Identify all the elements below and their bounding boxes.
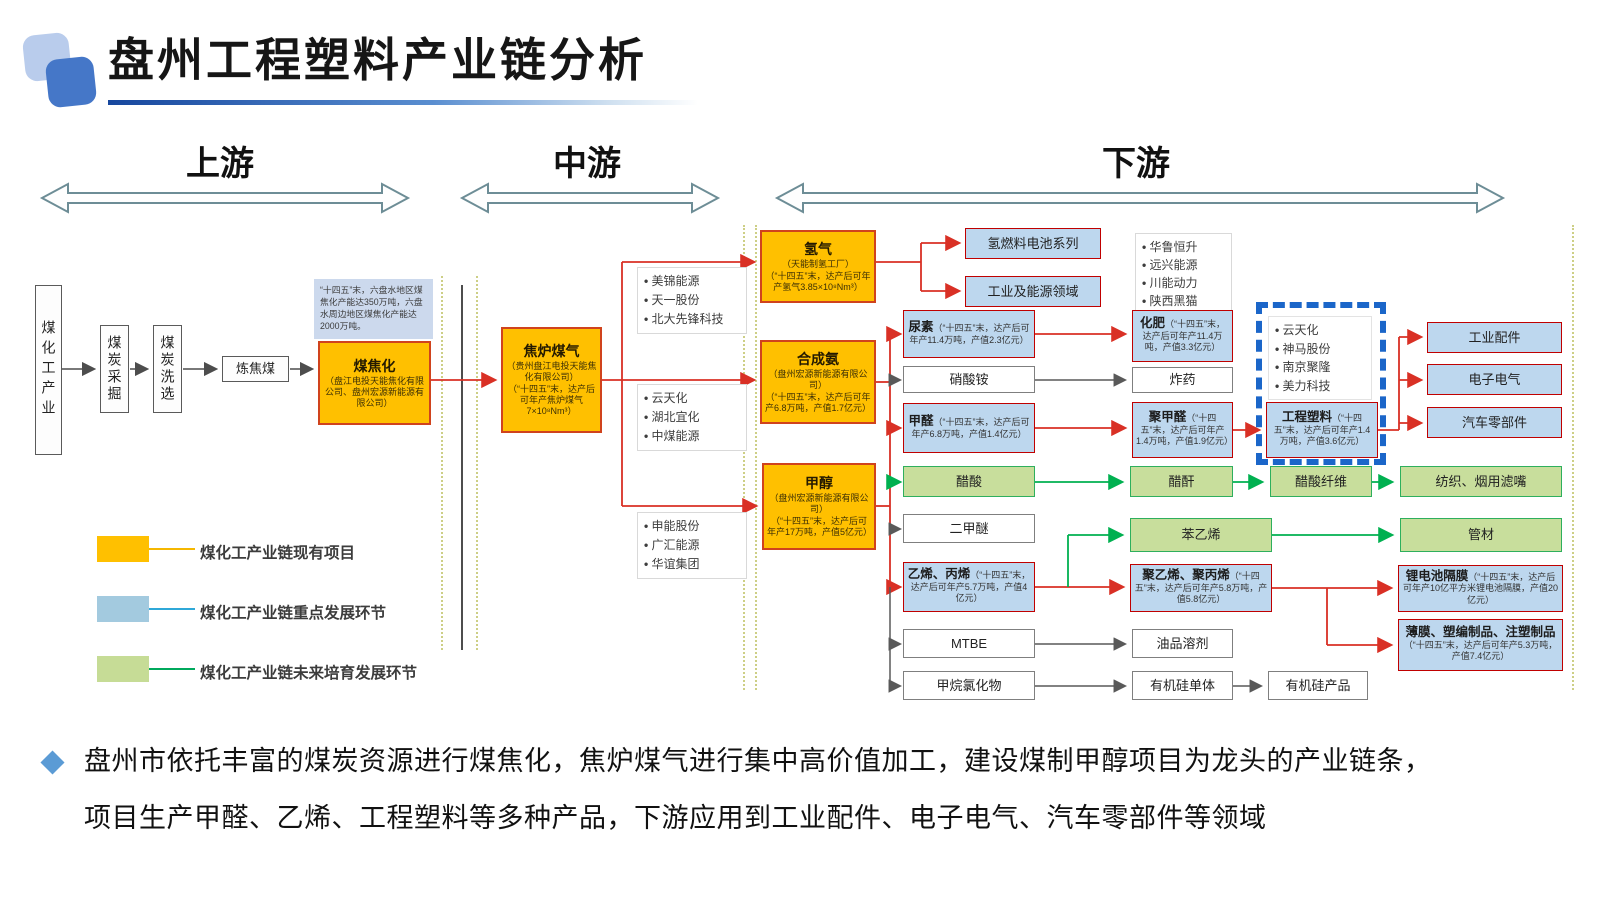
node-electronics: 电子电气 [1427, 364, 1562, 395]
company-list-plastics: 云天化 神马股份 南京聚隆 美力科技 [1268, 316, 1372, 400]
legend-label-key: 煤化工产业链重点发展环节 [200, 605, 387, 622]
node-auto-parts: 汽车零部件 [1427, 407, 1562, 438]
node-ammonium-nitrate: 硝酸铵 [903, 366, 1035, 393]
logo-icon [44, 55, 98, 109]
page-title: 盘州工程塑料产业链分析 [108, 34, 647, 86]
company-list-fertilizer: 华鲁恒升 远兴能源 川能动力 陕西黑猫 [1135, 233, 1232, 315]
node-industry-energy-field: 工业及能源领域 [965, 276, 1101, 307]
legend-label-future: 煤化工产业链未来培育发展环节 [200, 665, 418, 682]
diamond-bullet-icon [40, 750, 65, 775]
summary-line-1: 盘州市依托丰富的煤炭资源进行煤焦化，焦炉煤气进行集中高价值加工，建设煤制甲醇项目… [84, 746, 1432, 776]
node-polyethylene-polypropylene: 聚乙烯、聚丙烯（“十四五”末，达产后可年产5.8万吨，产值5.8亿元） [1130, 564, 1272, 612]
node-urea: 尿素（“十四五”末，达产后可年产11.4万吨，产值2.3亿元） [903, 310, 1035, 358]
legend-line-existing [149, 548, 195, 550]
legend-line-key [149, 608, 195, 610]
node-silicone-monomer: 有机硅单体 [1132, 671, 1233, 700]
node-battery-separator: 锂电池隔膜（“十四五”末，达产后可年产10亿平方米锂电池隔膜，产值20亿元） [1398, 565, 1563, 612]
node-acetic-acid: 醋酸 [903, 466, 1035, 497]
node-acetate-fiber: 醋酸纤维 [1270, 466, 1372, 497]
node-coal-chemical-industry: 煤化工产业 [35, 285, 62, 455]
node-coke-oven-gas: 焦炉煤气 （贵州盘江电投天能焦化有限公司） （“十四五”末，达产后可年产焦炉煤气… [501, 327, 602, 433]
node-explosives: 炸药 [1132, 367, 1233, 393]
node-fuel-cell-series: 氢燃料电池系列 [965, 228, 1101, 259]
node-dme: 二甲醚 [903, 514, 1035, 543]
node-ethylene-propylene: 乙烯、丙烯（“十四五”末，达产后可年产5.7万吨，产值4亿元） [903, 562, 1035, 612]
engineering-plastics-focus-frame [1256, 302, 1386, 465]
node-styrene: 苯乙烯 [1130, 518, 1272, 552]
separator-dotted [441, 276, 443, 650]
summary-text: 盘州市依托丰富的煤炭资源进行煤焦化，焦炉煤气进行集中高价值加工，建设煤制甲醇项目… [84, 733, 1579, 847]
upstream-range-arrow-icon [39, 182, 411, 214]
node-oil-solvent: 油品溶剂 [1132, 629, 1233, 658]
section-label-downstream: 下游 [1102, 145, 1170, 183]
node-ammonia: 合成氨 （盘州宏源新能源有限公司） （“十四五”末，达产后可年产6.8万吨，产值… [760, 340, 876, 424]
node-textile-filter: 纺织、烟用滤嘴 [1400, 466, 1562, 497]
node-chloromethanes: 甲烷氯化物 [903, 671, 1035, 700]
node-pipes: 管材 [1400, 518, 1562, 552]
summary-line-2: 项目生产甲醛、乙烯、工程塑料等多种产品，下游应用到工业配件、电子电气、汽车零部件… [84, 803, 1267, 833]
node-engineering-plastics: 工程塑料（“十四五”末，达产后可年产1.4万吨，产值3.6亿元） [1266, 402, 1378, 458]
node-hydrogen: 氢气 （天能制氢工厂） （“十四五”末，达产后可年产氢气3.85×10⁸Nm³） [760, 230, 876, 303]
downstream-range-arrow-icon [774, 182, 1506, 214]
company-list-ammonia: 云天化 湖北宜化 中煤能源 [637, 384, 747, 451]
separator-dotted [1572, 225, 1574, 690]
node-coal-mining: 煤炭采掘 [100, 325, 129, 413]
legend-swatch-existing [97, 536, 149, 562]
node-industrial-parts: 工业配件 [1427, 322, 1562, 353]
node-mtbe: MTBE [903, 629, 1035, 658]
separator-solid [461, 285, 463, 650]
legend-swatch-key [97, 596, 149, 622]
legend-label-existing: 煤化工产业链现有项目 [200, 545, 356, 562]
capacity-note: “十四五”末，六盘水地区煤焦化产能达350万吨，六盘水周边地区煤焦化产能达200… [314, 279, 433, 339]
node-pom: 聚甲醛（“十四五”末，达产后可年产1.4万吨，产值1.9亿元） [1132, 402, 1233, 458]
separator-dotted [476, 276, 478, 650]
legend-line-future [149, 668, 195, 670]
midstream-range-arrow-icon [459, 182, 721, 214]
node-acetic-anhydride: 醋酐 [1130, 466, 1233, 497]
node-coal-washing: 煤炭洗选 [153, 325, 182, 413]
section-label-upstream: 上游 [186, 145, 254, 183]
node-film-products: 薄膜、塑编制品、注塑制品（“十四五”末，达产后可年产5.3万吨，产值7.4亿元） [1398, 619, 1563, 671]
separator-dotted [755, 225, 757, 690]
node-coking-coal: 炼焦煤 [222, 356, 289, 382]
node-fertilizer: 化肥（“十四五”末，达产后可年产11.4万吨，产值3.3亿元） [1132, 310, 1233, 362]
node-formaldehyde: 甲醛（“十四五”末，达产后可年产6.8万吨，产值1.4亿元） [903, 403, 1035, 453]
node-methanol: 甲醇 （盘州宏源新能源有限公司） （“十四五”末，达产后可年产17万吨，产值5亿… [762, 463, 876, 550]
title-underline [108, 100, 698, 105]
node-coal-coking: 煤焦化 （盘江电投天能焦化有限公司、盘州宏源新能源有限公司） [318, 341, 431, 425]
company-list-methanol: 申能股份 广汇能源 华谊集团 [637, 512, 747, 579]
separator-dotted [743, 225, 745, 690]
section-label-midstream: 中游 [553, 145, 621, 183]
company-list-gas: 美锦能源 天一股份 北大先锋科技 [637, 267, 747, 334]
legend-swatch-future [97, 656, 149, 682]
node-silicone-products: 有机硅产品 [1268, 671, 1368, 700]
